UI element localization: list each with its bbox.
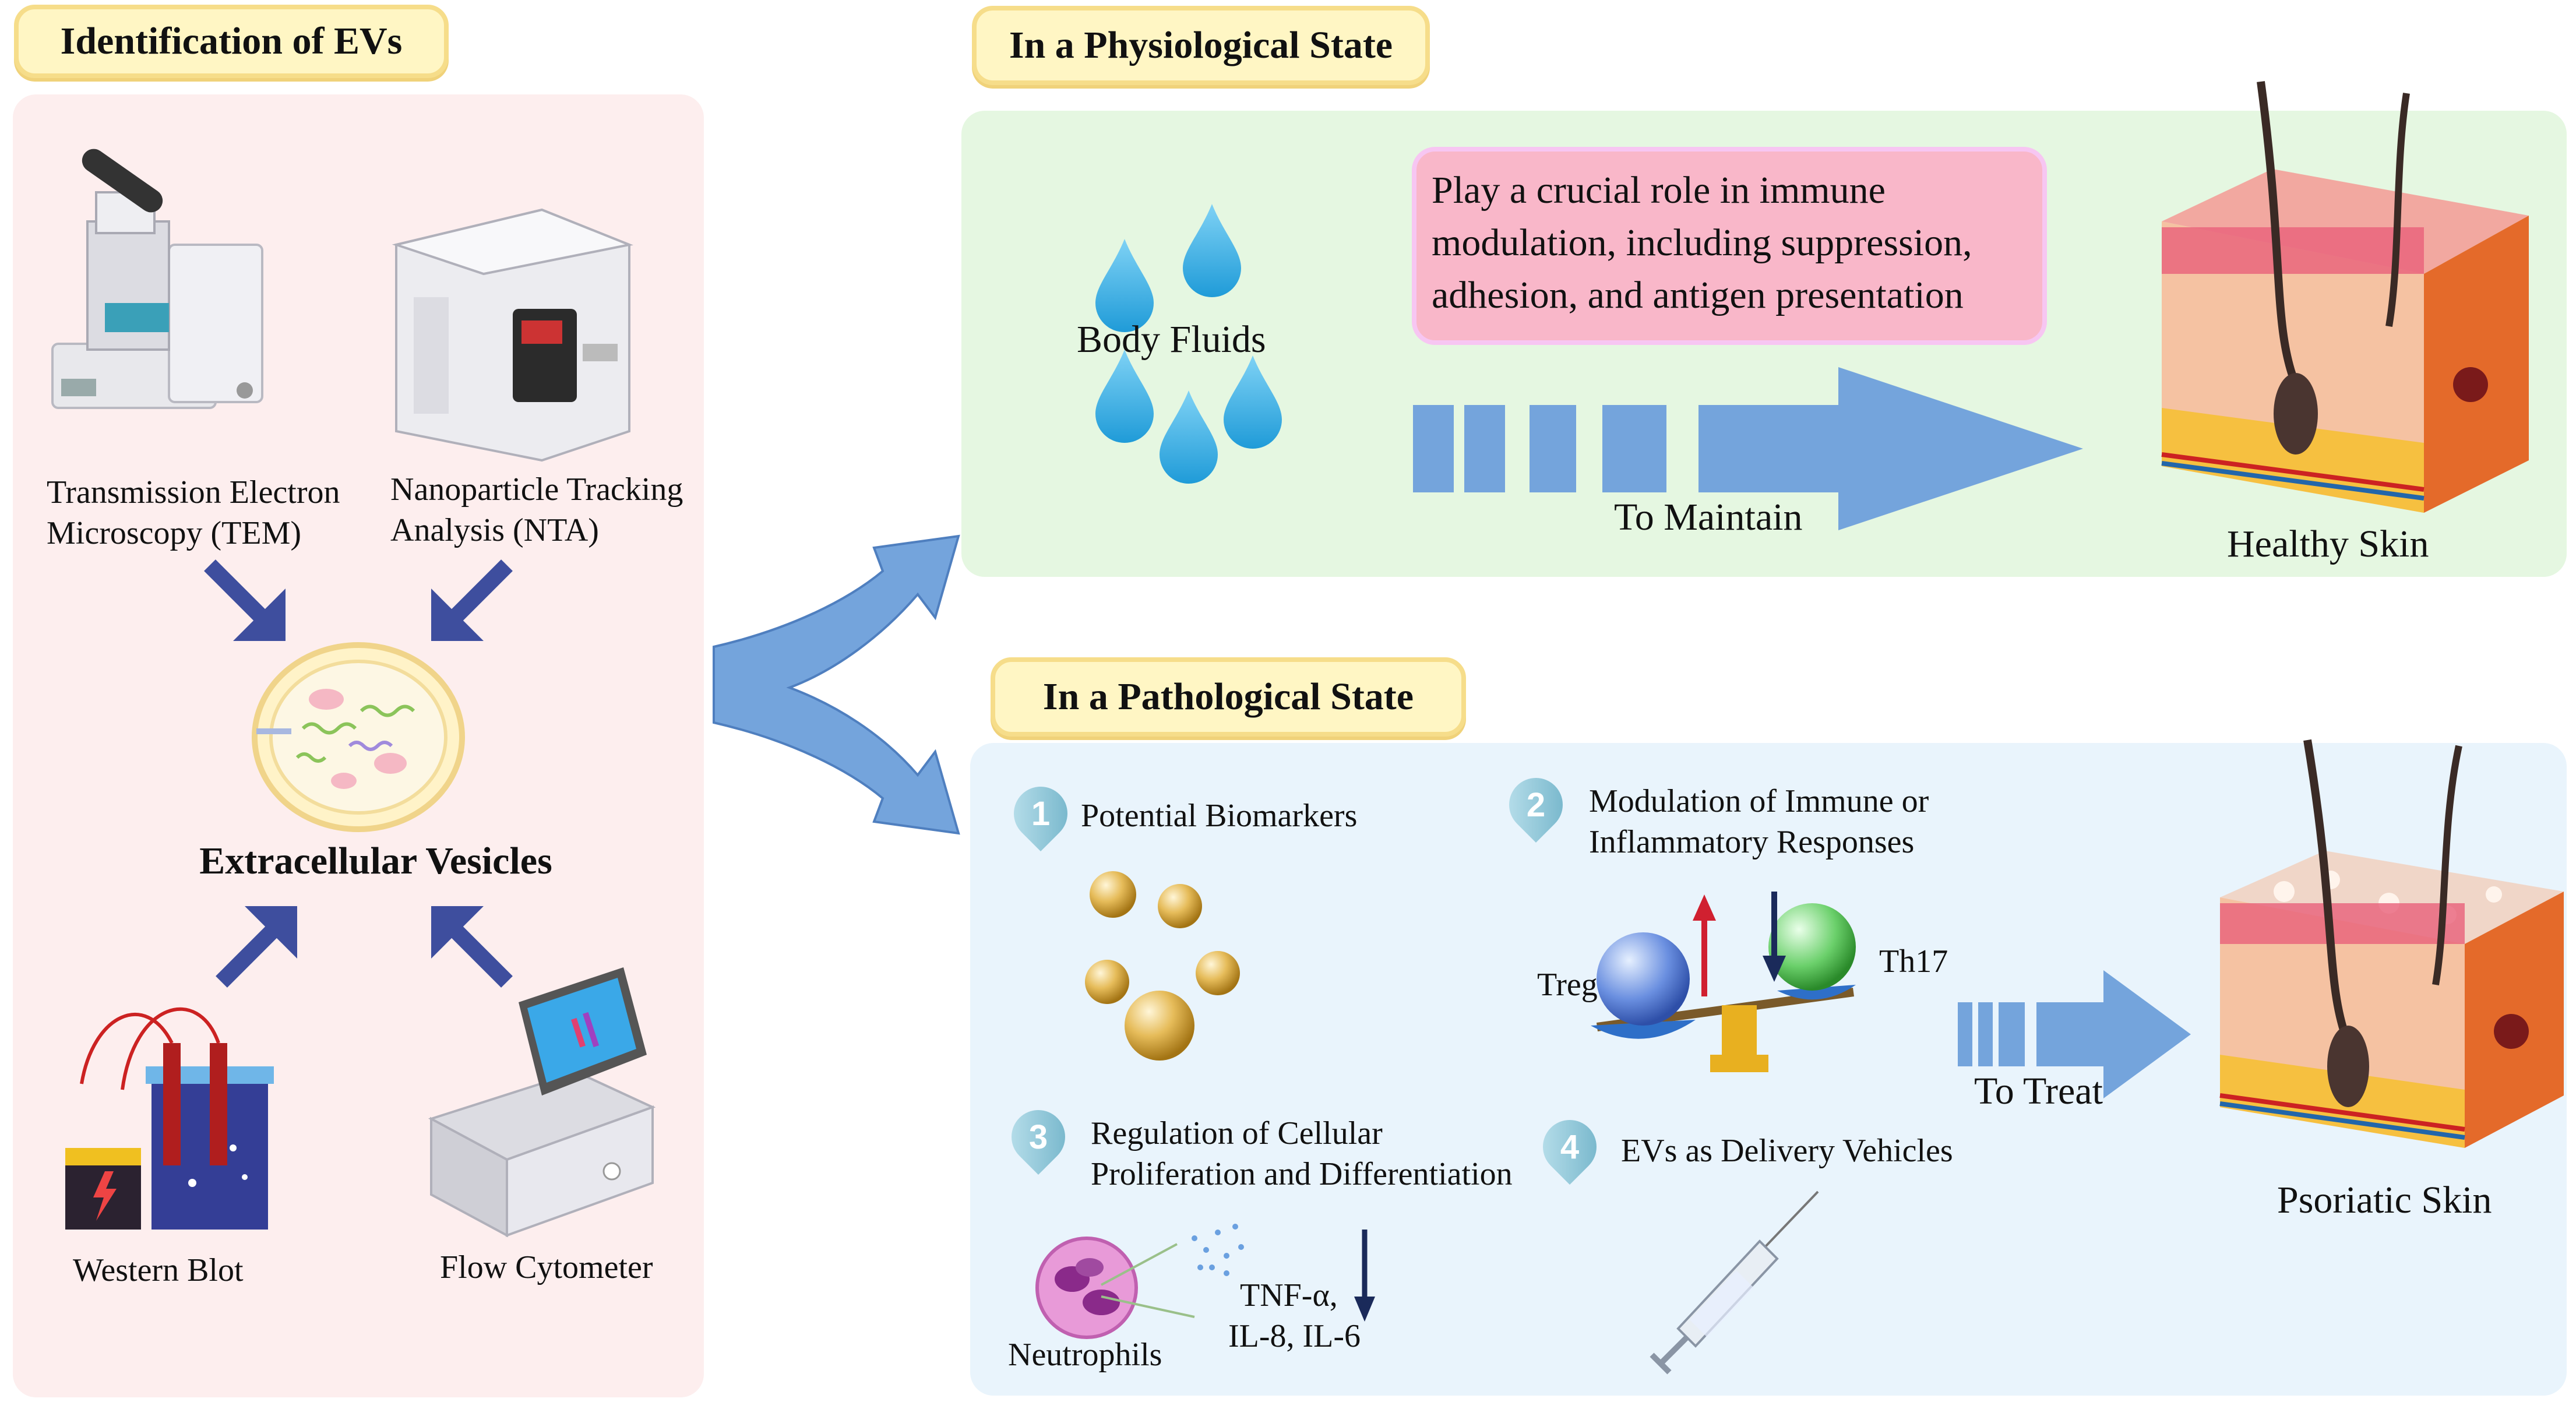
- tem-microscope-icon: [51, 149, 263, 409]
- item-2-number: 2: [1526, 785, 1546, 824]
- to-maintain-label: To Maintain: [1614, 496, 1803, 538]
- extracellular-vesicle-icon: [252, 642, 465, 832]
- identification-tag: Identification of EVs: [14, 5, 449, 78]
- item-4-label: EVs as Delivery Vehicles: [1621, 1133, 1953, 1169]
- flow-cytometer-icon: [428, 967, 656, 1238]
- cytokine-decrease-arrow-icon: [1354, 1230, 1375, 1322]
- th17-label: Th17: [1879, 943, 1948, 980]
- split-arrow-icon: [713, 534, 960, 835]
- body-fluids-label: Body Fluids: [1077, 318, 1266, 361]
- flow-cytometer-label: Flow Cytometer: [440, 1249, 653, 1285]
- cytokines-label: TNF-α,IL-8, IL-6: [1228, 1277, 1361, 1354]
- arrow-wb-to-ev-icon: [216, 906, 297, 988]
- arrow-nta-to-ev-icon: [431, 559, 513, 641]
- syringe-icon: [1650, 1190, 1819, 1375]
- pathological-tag: In a Pathological State: [991, 657, 1466, 737]
- psoriatic-skin-label: Psoriatic Skin: [2277, 1179, 2492, 1221]
- arrow-flow-to-ev-icon: [431, 906, 513, 988]
- western-blot-label: Western Blot: [73, 1252, 244, 1288]
- healthy-skin-label: Healthy Skin: [2227, 523, 2429, 565]
- biomarker-spheres-icon: [1085, 871, 1240, 1061]
- ev-title: Extracellular Vesicles: [199, 840, 552, 882]
- healthy-skin-icon: [2161, 81, 2529, 513]
- item-1-number: 1: [1031, 794, 1051, 833]
- maintain-arrow-icon: [1413, 367, 2083, 530]
- neutrophil-icon: [1035, 1224, 1244, 1339]
- item-3-number: 3: [1028, 1118, 1048, 1156]
- treat-arrow-icon: [1958, 970, 2191, 1098]
- psoriatic-skin-icon: [2219, 739, 2564, 1148]
- treg-th17-balance-icon: [1591, 892, 1856, 1072]
- item-4-number: 4: [1560, 1128, 1580, 1166]
- physiological-tag: In a Physiological State: [972, 6, 1430, 85]
- treg-label: Treg: [1537, 967, 1598, 1003]
- to-treat-label: To Treat: [1974, 1070, 2103, 1112]
- western-blot-icon: [65, 1007, 274, 1230]
- arrow-tem-to-ev-icon: [204, 559, 286, 641]
- nta-device-icon: [392, 208, 633, 462]
- item-1-label: Potential Biomarkers: [1081, 798, 1358, 834]
- neutrophils-label: Neutrophils: [1008, 1337, 1162, 1373]
- water-drops-icon: [1095, 204, 1282, 484]
